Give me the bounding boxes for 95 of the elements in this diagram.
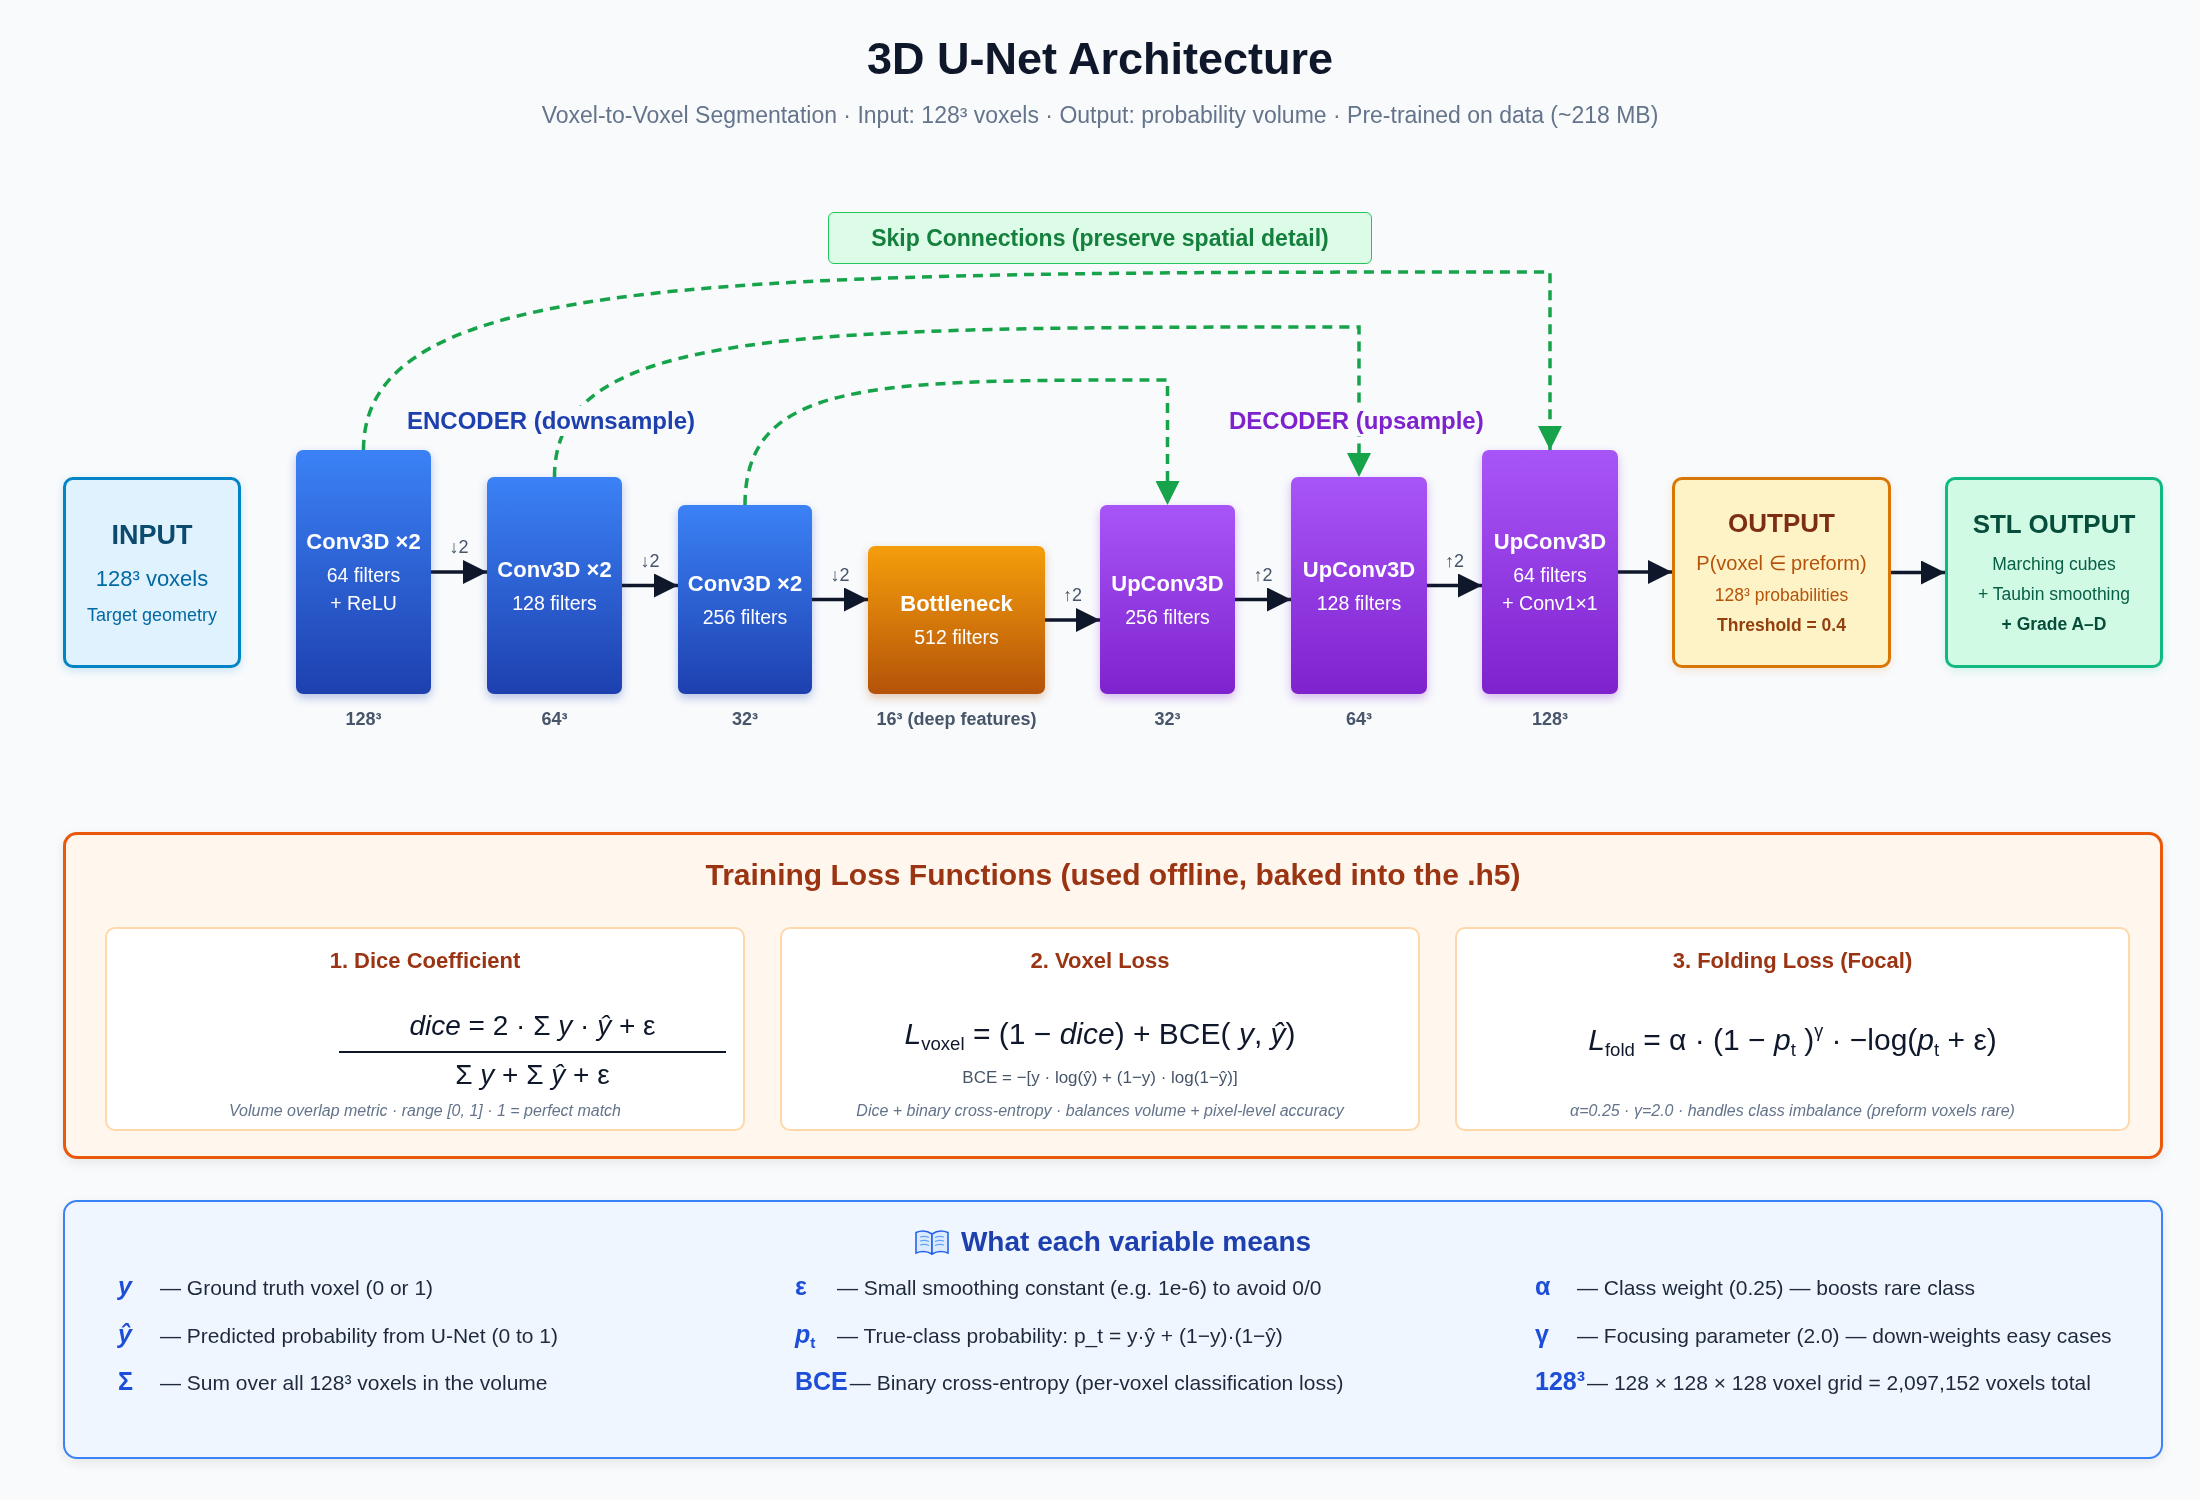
variable-symbol: ε: [795, 1272, 807, 1300]
box-title: OUTPUT: [1728, 506, 1835, 540]
skip-connections-box: [828, 212, 1372, 264]
box-title: Skip Connections (preserve spatial detail): [871, 224, 1329, 252]
variable-symbol: γ: [1535, 1320, 1549, 1348]
block-detail: 64 filters: [326, 563, 401, 588]
block-title: UpConv3D: [1111, 569, 1224, 598]
box-detail: Marching cubes: [1992, 552, 2116, 576]
decoder-block: [1291, 477, 1427, 694]
card-note: α=0.25 · γ=2.0 · handles class imbalance (preform voxels rare): [1570, 1101, 2015, 1121]
variable-description: — Class weight (0.25) — boosts rare class: [1577, 1275, 1975, 1301]
decoder-block: [1482, 450, 1618, 694]
loss-card: [105, 927, 745, 1131]
box-detail: 128³ voxels: [95, 564, 209, 593]
block-detail: 128 filters: [512, 590, 597, 616]
arrow: [1427, 573, 1482, 598]
block-detail: 64 filters: [1513, 563, 1587, 588]
variable-description: — Ground truth voxel (0 or 1): [160, 1275, 434, 1301]
size-label: 32³: [732, 708, 758, 730]
formula: L$_{voxel}$ = (1 − dice) + BCE( y, ŷ): [904, 1016, 1296, 1054]
variable-description: — Predicted probability from U-Net (0 to 1): [160, 1323, 558, 1349]
loss-card: [1455, 927, 2130, 1131]
variable-symbol: BCE: [795, 1367, 848, 1395]
variables-panel: [63, 1200, 2163, 1459]
size-label: 32³: [1154, 708, 1181, 730]
formula-definition: BCE = −[y · log(ŷ) + (1−y) · log(1−ŷ)]: [962, 1067, 1238, 1089]
size-label: 128³: [1532, 708, 1568, 730]
variable-description: — Binary cross-entropy (per-voxel classification loss): [849, 1370, 1344, 1396]
output-box: [1672, 477, 1891, 668]
arrow: [622, 573, 678, 598]
encoder-block: [296, 450, 431, 694]
block-title: Conv3D ×2: [306, 528, 421, 556]
skip-connection-arrow: [743, 378, 1180, 506]
encoder-block: [487, 477, 622, 694]
block-detail: 256 filters: [702, 604, 788, 630]
variable-symbol: α: [1535, 1272, 1551, 1300]
block-title: Bottleneck: [900, 590, 1013, 618]
block-detail: 256 filters: [1125, 604, 1210, 630]
variable-symbol: 128³: [1535, 1367, 1586, 1395]
panel-title: What each variable means: [960, 1225, 1312, 1259]
box-detail: 128³ probabilities: [1714, 583, 1849, 607]
block-detail: 128 filters: [1316, 590, 1402, 616]
loss-functions-panel: [63, 832, 2163, 1159]
block-title: UpConv3D: [1493, 528, 1607, 556]
subtitle: Voxel-to-Voxel Segmentation · Input: 128³ voxels · Output: probability volume · Pre-trained on data (~218 MB): [541, 101, 1659, 129]
size-label: 64³: [1346, 708, 1372, 730]
variable-description: — Sum over all 128³ voxels in the volume: [160, 1370, 548, 1396]
input-box: [63, 477, 241, 668]
arrow: [812, 587, 868, 612]
arrow: [431, 560, 487, 584]
variable-symbol: p$_{t}$: [795, 1320, 816, 1348]
variable-symbol: Σ: [118, 1367, 133, 1395]
size-label: 64³: [541, 708, 568, 730]
variable-symbol: y: [118, 1272, 132, 1300]
arrow: [1891, 560, 1945, 585]
box-detail: P(voxel ∈ preform): [1696, 550, 1867, 576]
box-detail: + Grade A–D: [2001, 612, 2107, 636]
block-detail: 512 filters: [914, 625, 999, 650]
decoder-block: [1100, 505, 1235, 694]
box-detail: Threshold = 0.4: [1717, 613, 1846, 637]
box-detail: Target geometry: [86, 603, 218, 627]
card-title: 1. Dice Coefficient: [329, 947, 521, 975]
stl-output-box: [1945, 477, 2163, 668]
formula-denominator: Σ y + Σ ŷ + ε: [455, 1058, 610, 1092]
bottleneck-block: [868, 546, 1045, 694]
diagram-title: 3D U-Net Architecture: [867, 32, 1333, 86]
arrow: [1045, 608, 1100, 632]
card-note: Volume overlap metric · range [0, 1] · 1 = perfect match: [229, 1101, 621, 1121]
size-label: 16³ (deep features): [876, 708, 1037, 730]
variable-description: — Small smoothing constant (e.g. 1e-6) to avoid 0/0: [837, 1275, 1322, 1301]
arrow: [1235, 587, 1291, 612]
arrow: [1618, 560, 1672, 584]
loss-card: [780, 927, 1420, 1131]
box-title: INPUT: [111, 518, 193, 552]
box-detail: + Taubin smoothing: [1978, 582, 2130, 606]
variable-description: — 128 × 128 × 128 voxel grid = 2,097,152 voxels total: [1587, 1370, 2091, 1396]
variable-description: — Focusing parameter (2.0) — down-weights easy cases: [1577, 1323, 2112, 1349]
size-label: 128³: [345, 708, 382, 730]
skip-connection-arrow: [552, 325, 1371, 478]
variable-description: — True-class probability: p_t = y·ŷ + (1−y)·(1−ŷ): [837, 1323, 1283, 1350]
formula: L$_{fold}$ = α · (1 − p$_{t}$ )$^{γ}$ · −log(p$_{t}$ + ε): [1588, 1020, 1997, 1060]
box-title: STL OUTPUT: [1972, 507, 2136, 541]
card-note: Dice + binary cross-entropy · balances volume + pixel-level accuracy: [856, 1101, 1344, 1121]
formula-numerator: dice = 2 · Σ y · ŷ + ε: [409, 1009, 656, 1043]
variable-symbol: ŷ: [118, 1320, 132, 1348]
block-title: Conv3D ×2: [497, 555, 612, 584]
block-title: Conv3D ×2: [687, 569, 803, 598]
card-title: 2. Voxel Loss: [1030, 947, 1170, 975]
block-title: UpConv3D: [1302, 555, 1416, 584]
card-title: 3. Folding Loss (Focal): [1672, 947, 1913, 975]
block-detail: + Conv1×1: [1502, 591, 1598, 616]
panel-title: Training Loss Functions (used offline, baked into the .h5): [705, 857, 1521, 893]
skip-connection-arrow: [361, 270, 1562, 451]
encoder-block: [678, 505, 812, 694]
block-detail: + ReLU: [330, 591, 397, 616]
